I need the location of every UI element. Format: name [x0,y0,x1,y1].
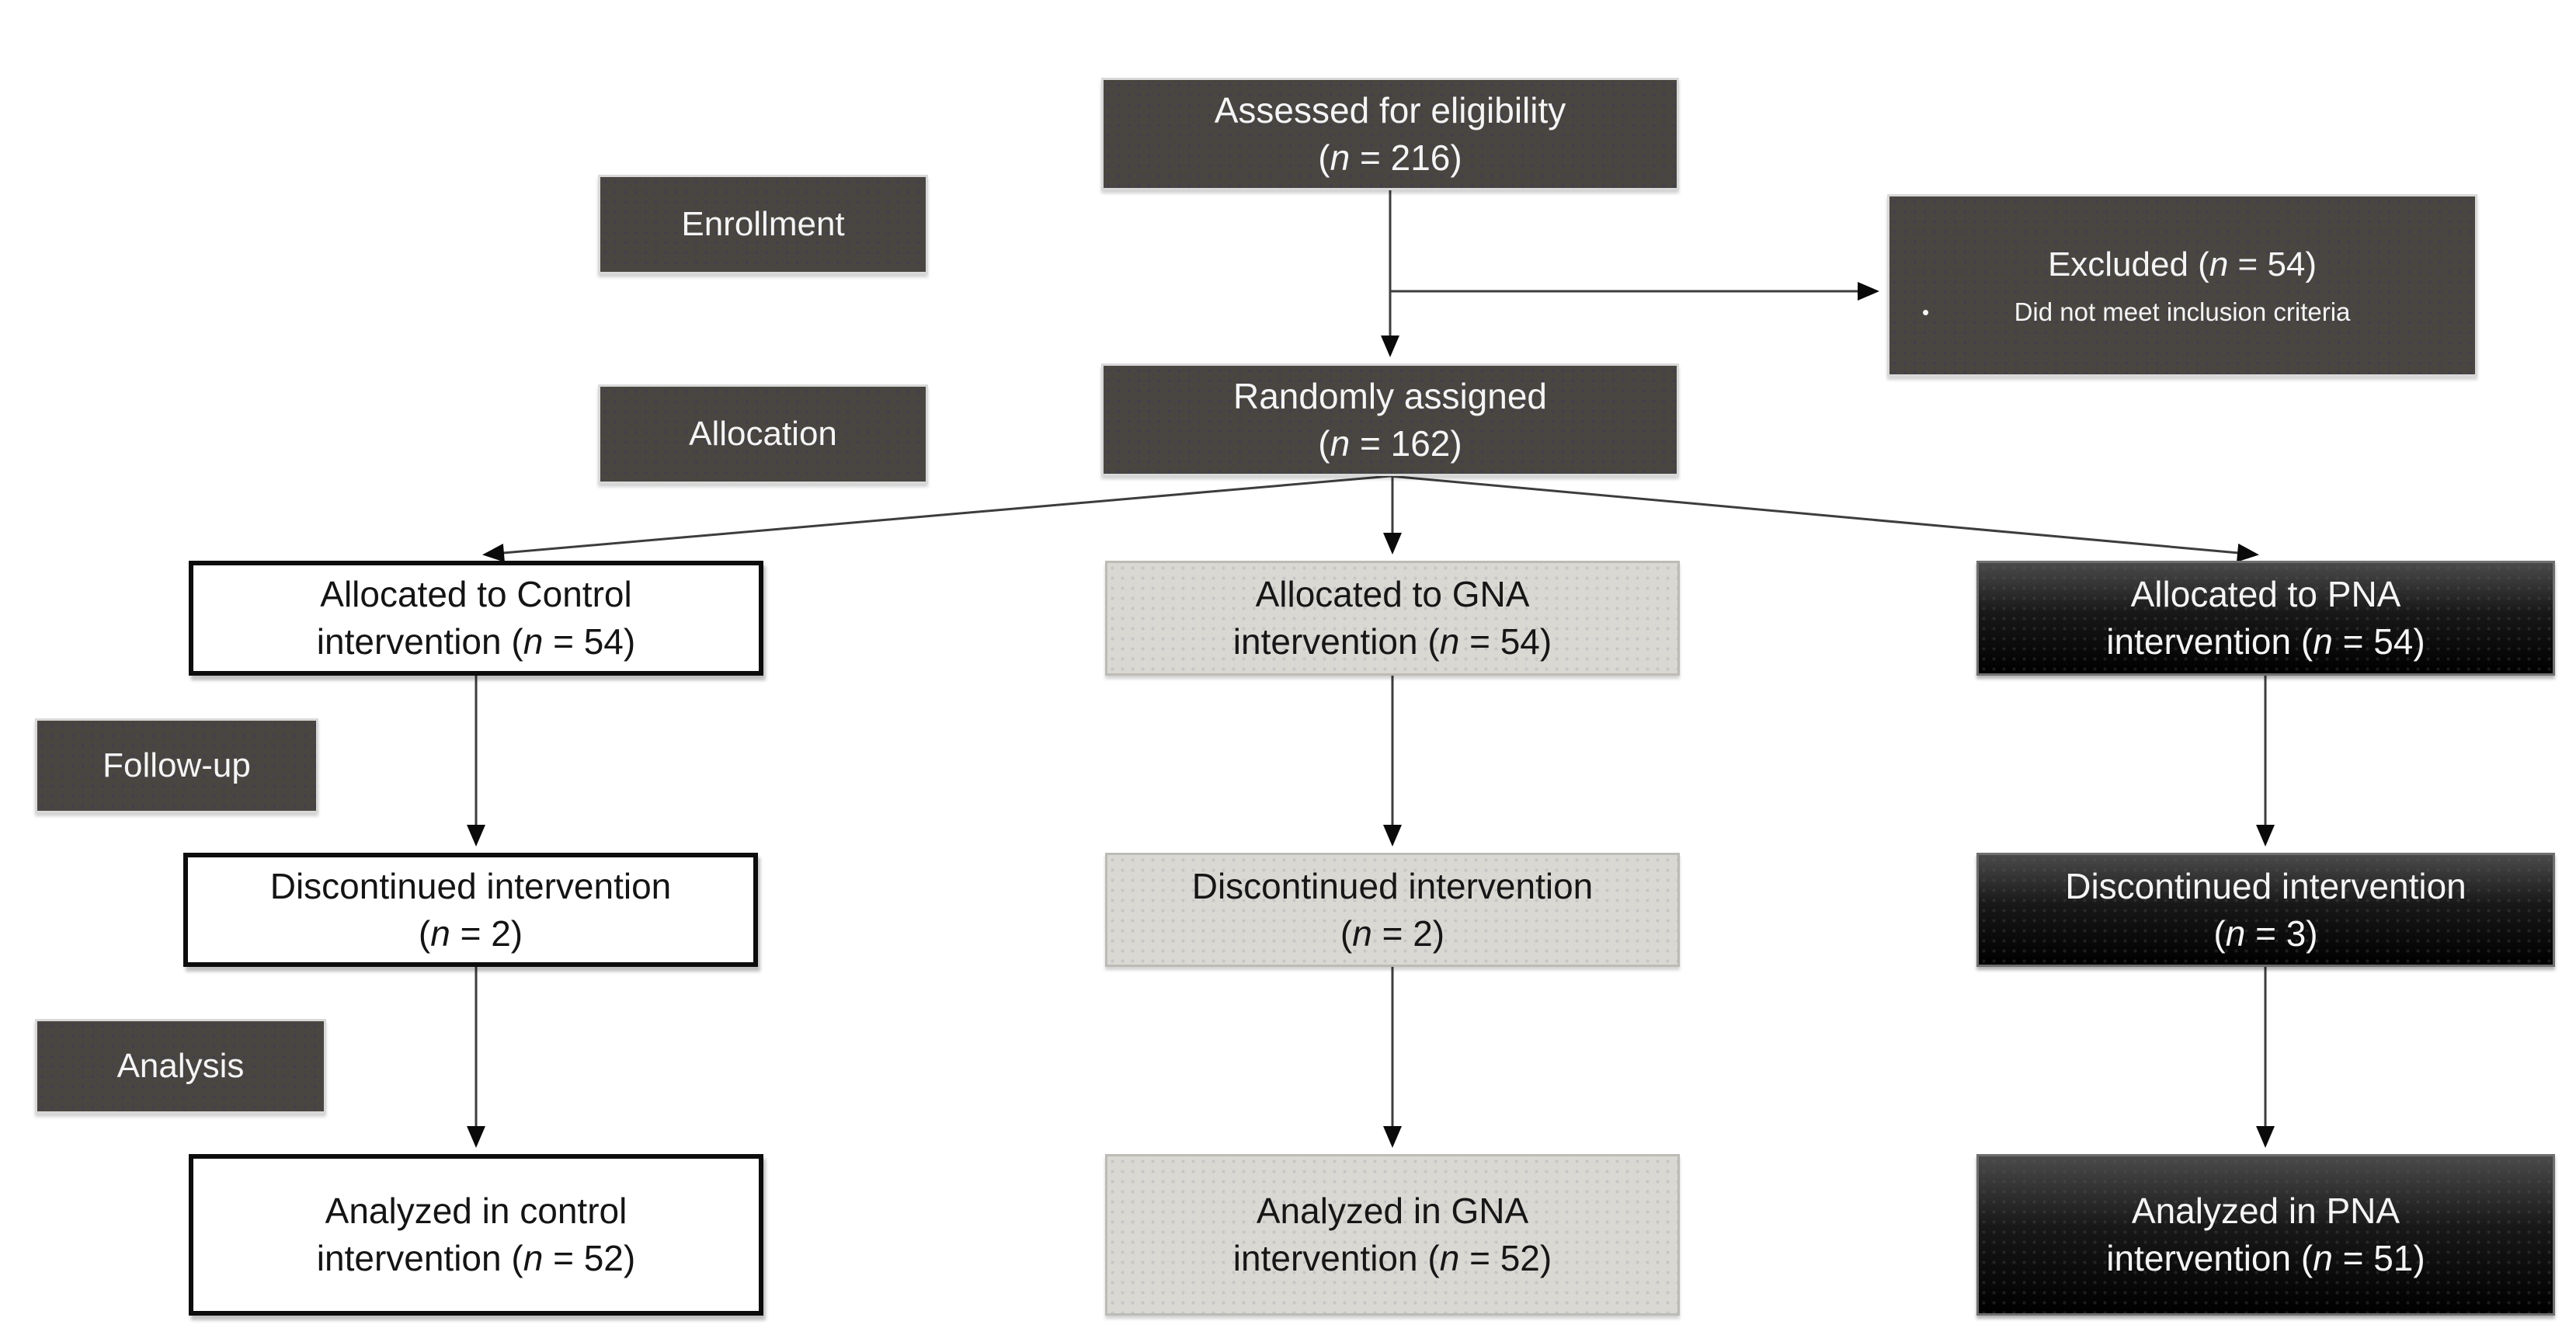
excluded-reason-text: Did not meet inclusion criteria [2014,297,2351,326]
allocated-gna-box: Allocated to GNA intervention (n = 54) [1105,561,1680,676]
discontinued-control-box: Discontinued intervention (n = 2) [183,853,758,967]
followup-label: Follow-up [103,746,251,784]
analyzed-pna-box: Analyzed in PNA intervention (n = 51) [1976,1154,2555,1316]
allocated-control-line2: intervention (n = 54) [316,621,636,662]
phase-label-analysis: Analysis [35,1019,326,1114]
bullet-icon: • [1922,300,1930,324]
discontinued-gna-line1: Discontinued intervention [1191,865,1594,906]
phase-label-followup: Follow-up [35,718,318,813]
randomized-line1: Randomly assigned [1232,375,1547,416]
phase-label-enrollment: Enrollment [598,175,928,274]
analyzed-pna-line1: Analyzed in PNA [2131,1191,2400,1232]
allocated-pna-line2: intervention (n = 54) [2106,621,2425,662]
allocated-gna-line2: intervention (n = 54) [1232,621,1552,662]
discontinued-pna-count: (n = 3) [2213,913,2318,954]
discontinued-pna-line1: Discontinued intervention [2065,865,2466,906]
allocated-pna-line1: Allocated to PNA [2130,574,2401,615]
analyzed-control-line2: intervention (n = 52) [316,1238,636,1278]
excluded-reason-row: • Did not meet inclusion criteria [1889,295,2475,329]
randomized-count: (n = 162) [1318,422,1462,464]
analyzed-gna-box: Analyzed in GNA intervention (n = 52) [1105,1154,1680,1316]
allocated-pna-box: Allocated to PNA intervention (n = 54) [1976,561,2555,676]
discontinued-gna-box: Discontinued intervention (n = 2) [1105,853,1680,967]
arrow-randomized-to-control [482,475,1391,562]
arrow-randomized-to-pna [1389,475,2259,562]
analyzed-control-line1: Analyzed in control [325,1191,627,1232]
assessed-for-eligibility-box: Assessed for eligibility (n = 216) [1101,78,1679,190]
randomly-assigned-box: Randomly assigned (n = 162) [1101,363,1679,476]
allocated-gna-line1: Allocated to GNA [1255,574,1530,615]
allocated-control-line1: Allocated to Control [320,574,632,615]
allocated-control-box: Allocated to Control intervention (n = 5… [189,561,763,676]
analyzed-control-box: Analyzed in control intervention (n = 52… [189,1154,763,1316]
analyzed-gna-line1: Analyzed in GNA [1256,1191,1529,1232]
analyzed-gna-line2: intervention (n = 52) [1232,1238,1552,1278]
enrollment-label: Enrollment [681,204,845,243]
analyzed-pna-line2: intervention (n = 51) [2106,1238,2425,1278]
discontinued-pna-box: Discontinued intervention (n = 3) [1976,853,2555,967]
discontinued-gna-count: (n = 2) [1340,913,1445,954]
discontinued-control-count: (n = 2) [418,913,523,954]
phase-label-allocation: Allocation [598,384,928,484]
excluded-line1: Excluded (n = 54) [2047,245,2317,283]
assessed-count: (n = 216) [1318,137,1462,178]
discontinued-control-line1: Discontinued intervention [269,865,672,906]
allocation-label: Allocation [689,414,837,453]
analysis-label: Analysis [116,1046,245,1085]
excluded-box: Excluded (n = 54) • Did not meet inclusi… [1887,194,2477,377]
assessed-line1: Assessed for eligibility [1214,89,1566,130]
